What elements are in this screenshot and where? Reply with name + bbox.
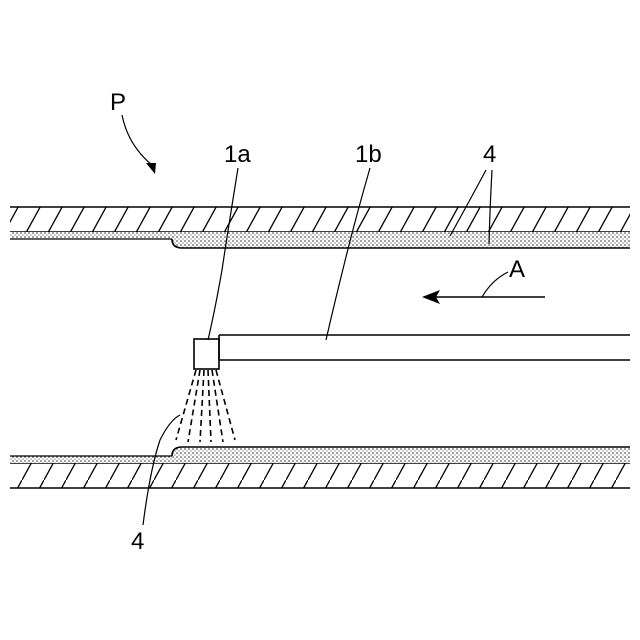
- upper-coating-layer: [10, 232, 630, 248]
- upper-pipe-wall: [10, 207, 630, 232]
- lower-pipe-wall: [10, 463, 630, 488]
- lower-coating-layer: [10, 447, 630, 463]
- label-4-bottom: 4: [131, 528, 144, 555]
- label-4-top: 4: [483, 141, 496, 168]
- nozzle: [194, 339, 219, 369]
- label-1a: 1a: [224, 141, 251, 168]
- flow-direction-arrow: [422, 272, 545, 304]
- spray-pipe: [219, 335, 630, 360]
- label-p: P: [110, 89, 126, 116]
- label-a: A: [509, 256, 525, 283]
- label-1b: 1b: [355, 141, 382, 168]
- spray-cone: [176, 370, 235, 442]
